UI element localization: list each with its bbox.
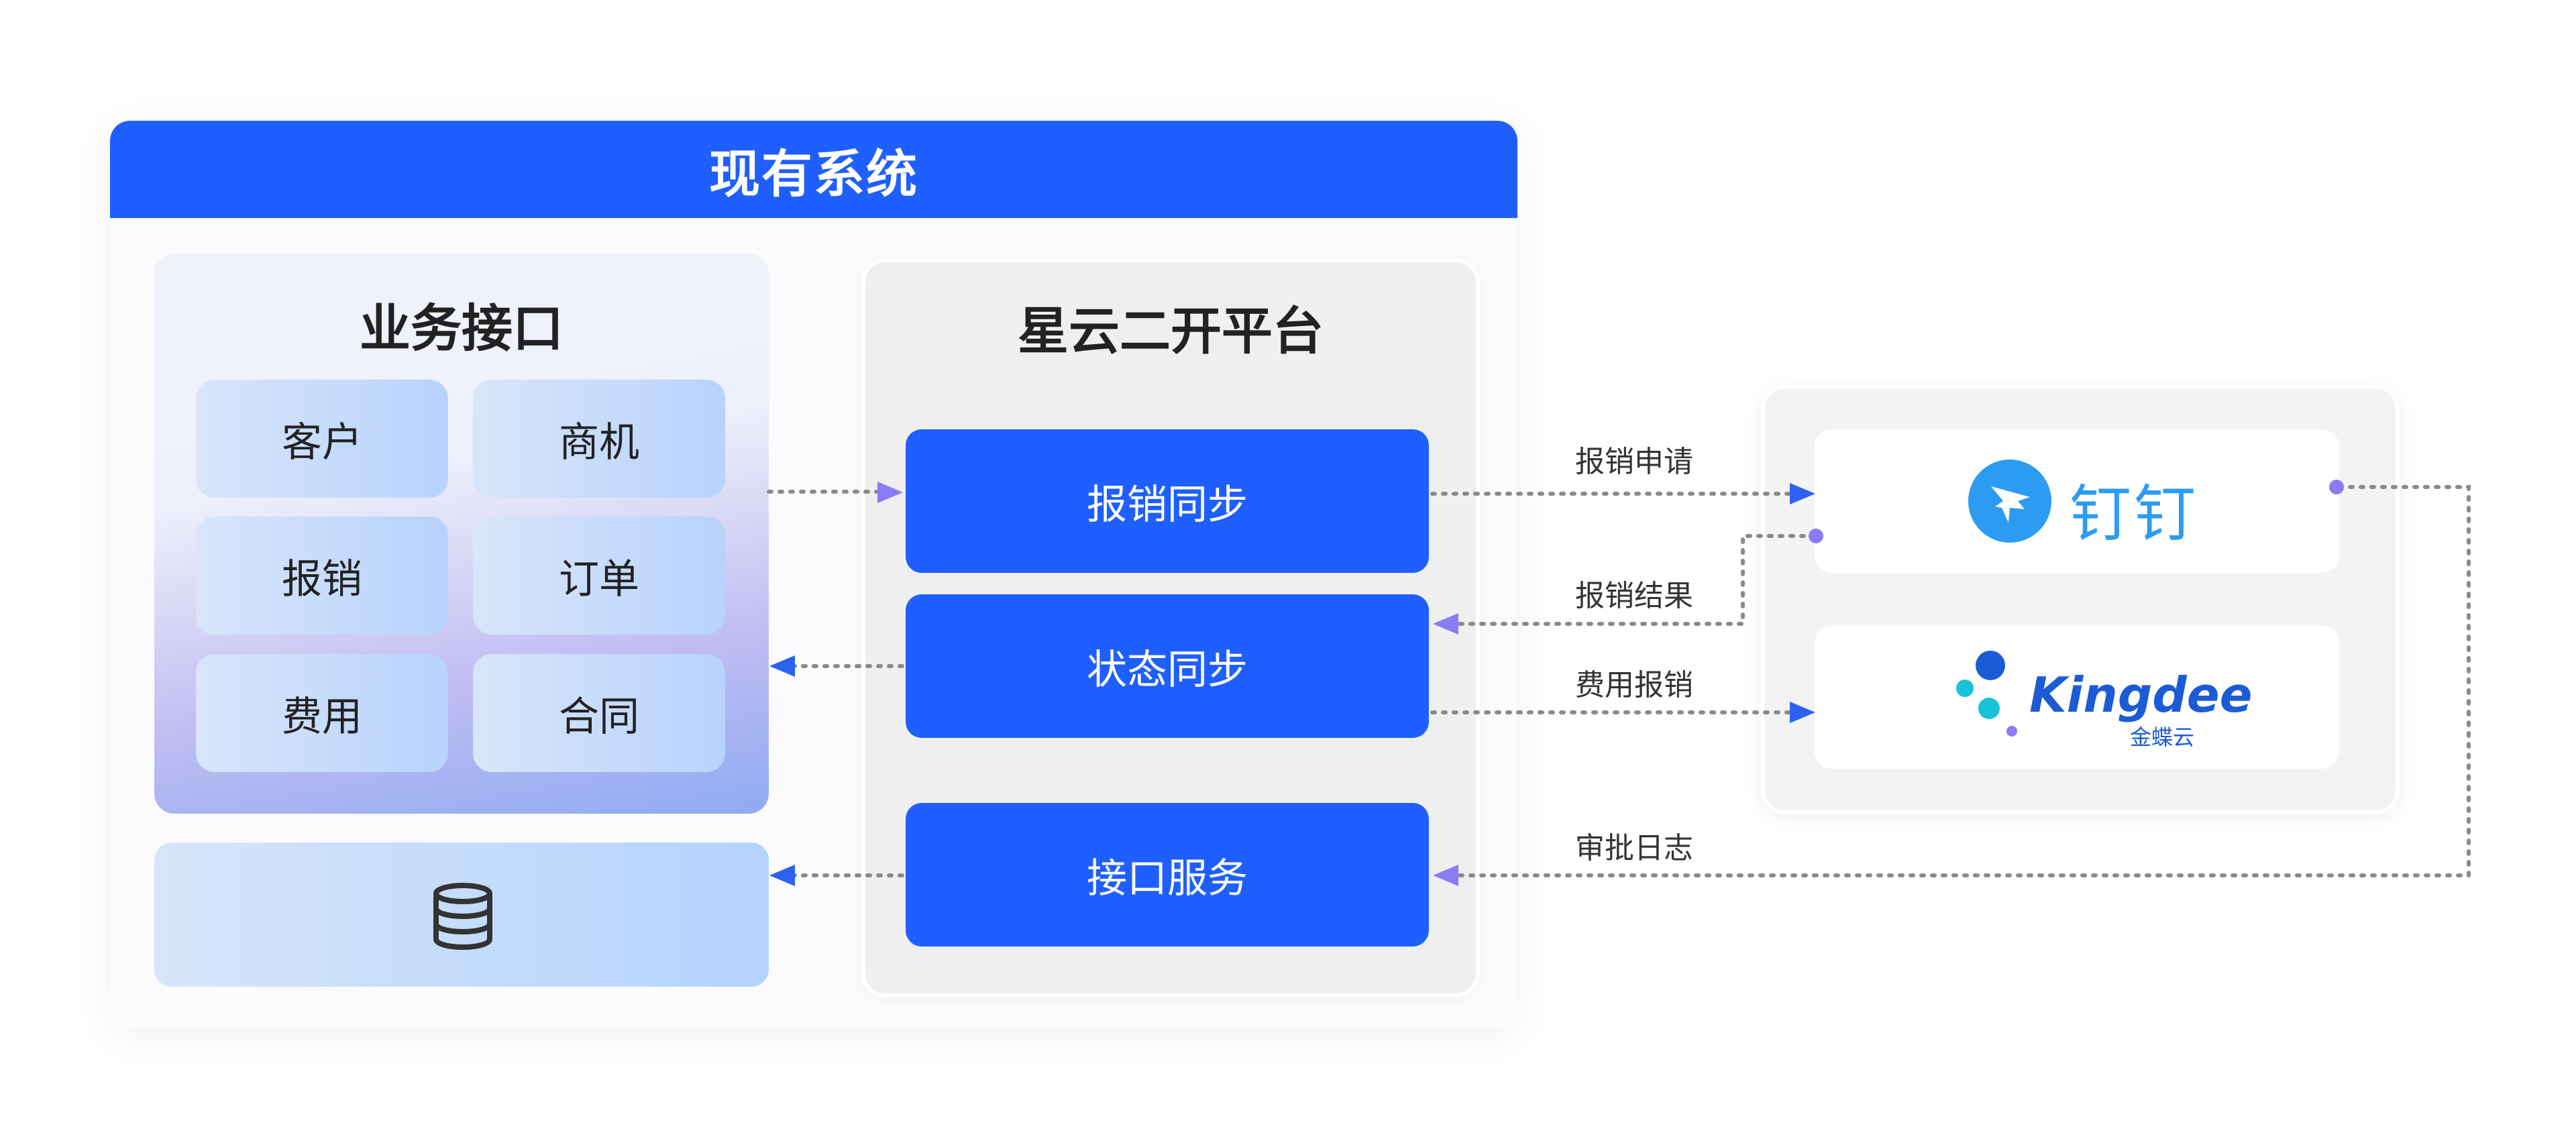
- business-item-contract: 合同: [473, 654, 725, 772]
- kingdee-card: Kingdee 金蝶云: [1815, 625, 2339, 769]
- arrowhead-interface-service: [1433, 865, 1458, 886]
- arrowhead-kingdee: [1790, 702, 1815, 723]
- business-item-customer: 客户: [196, 380, 448, 498]
- kingdee-text: Kingdee: [2029, 667, 2253, 723]
- dingtalk-text: 钉钉: [2070, 478, 2199, 550]
- arrowhead-business-left: [769, 655, 795, 677]
- expense-sync-button[interactable]: 报销同步: [906, 429, 1429, 573]
- arrowhead-dingtalk: [1790, 483, 1815, 504]
- kingdee-subtext: 金蝶云: [2130, 724, 2195, 750]
- dingtalk-card: 钉钉: [1815, 429, 2339, 573]
- database-icon: [433, 883, 492, 950]
- business-interface-title: 业务接口: [360, 299, 564, 358]
- kingdee-logo-icon: [1956, 651, 2017, 737]
- interface-service-button[interactable]: 接口服务: [906, 803, 1429, 947]
- platform-title: 星云二开平台: [1018, 301, 1324, 361]
- business-item-opportunity: 商机: [473, 380, 725, 498]
- existing-system-title: 现有系统: [110, 121, 1517, 218]
- dingtalk-out-dot-right: [2329, 480, 2344, 494]
- flow-dingtalk-to-status-sync: [1447, 534, 1817, 626]
- business-item-reimbursement: 报销: [196, 517, 448, 635]
- business-interface-panel: 业务接口 客户 商机 报销 订单 费用 合同: [154, 254, 769, 814]
- flow-label-approval-log: 审批日志: [1575, 831, 1693, 865]
- status-sync-button[interactable]: 状态同步: [906, 594, 1429, 738]
- flow-label-cost-expense: 费用报销: [1575, 668, 1693, 702]
- arrowhead-status-sync: [1433, 613, 1458, 635]
- business-item-order: 订单: [473, 517, 725, 635]
- business-item-expense: 费用: [196, 654, 448, 772]
- dingtalk-logo-icon: [1968, 460, 2051, 543]
- flow-dingtalk-to-interface-service: [1447, 485, 2471, 877]
- flow-label-expense-request: 报销申请: [1575, 445, 1693, 479]
- flow-label-expense-result: 报销结果: [1575, 579, 1693, 613]
- arrowhead-expense-sync: [877, 482, 903, 503]
- dingtalk-out-dot-left: [1809, 529, 1823, 543]
- arrowhead-database-left: [769, 865, 795, 886]
- database-panel: [154, 843, 769, 987]
